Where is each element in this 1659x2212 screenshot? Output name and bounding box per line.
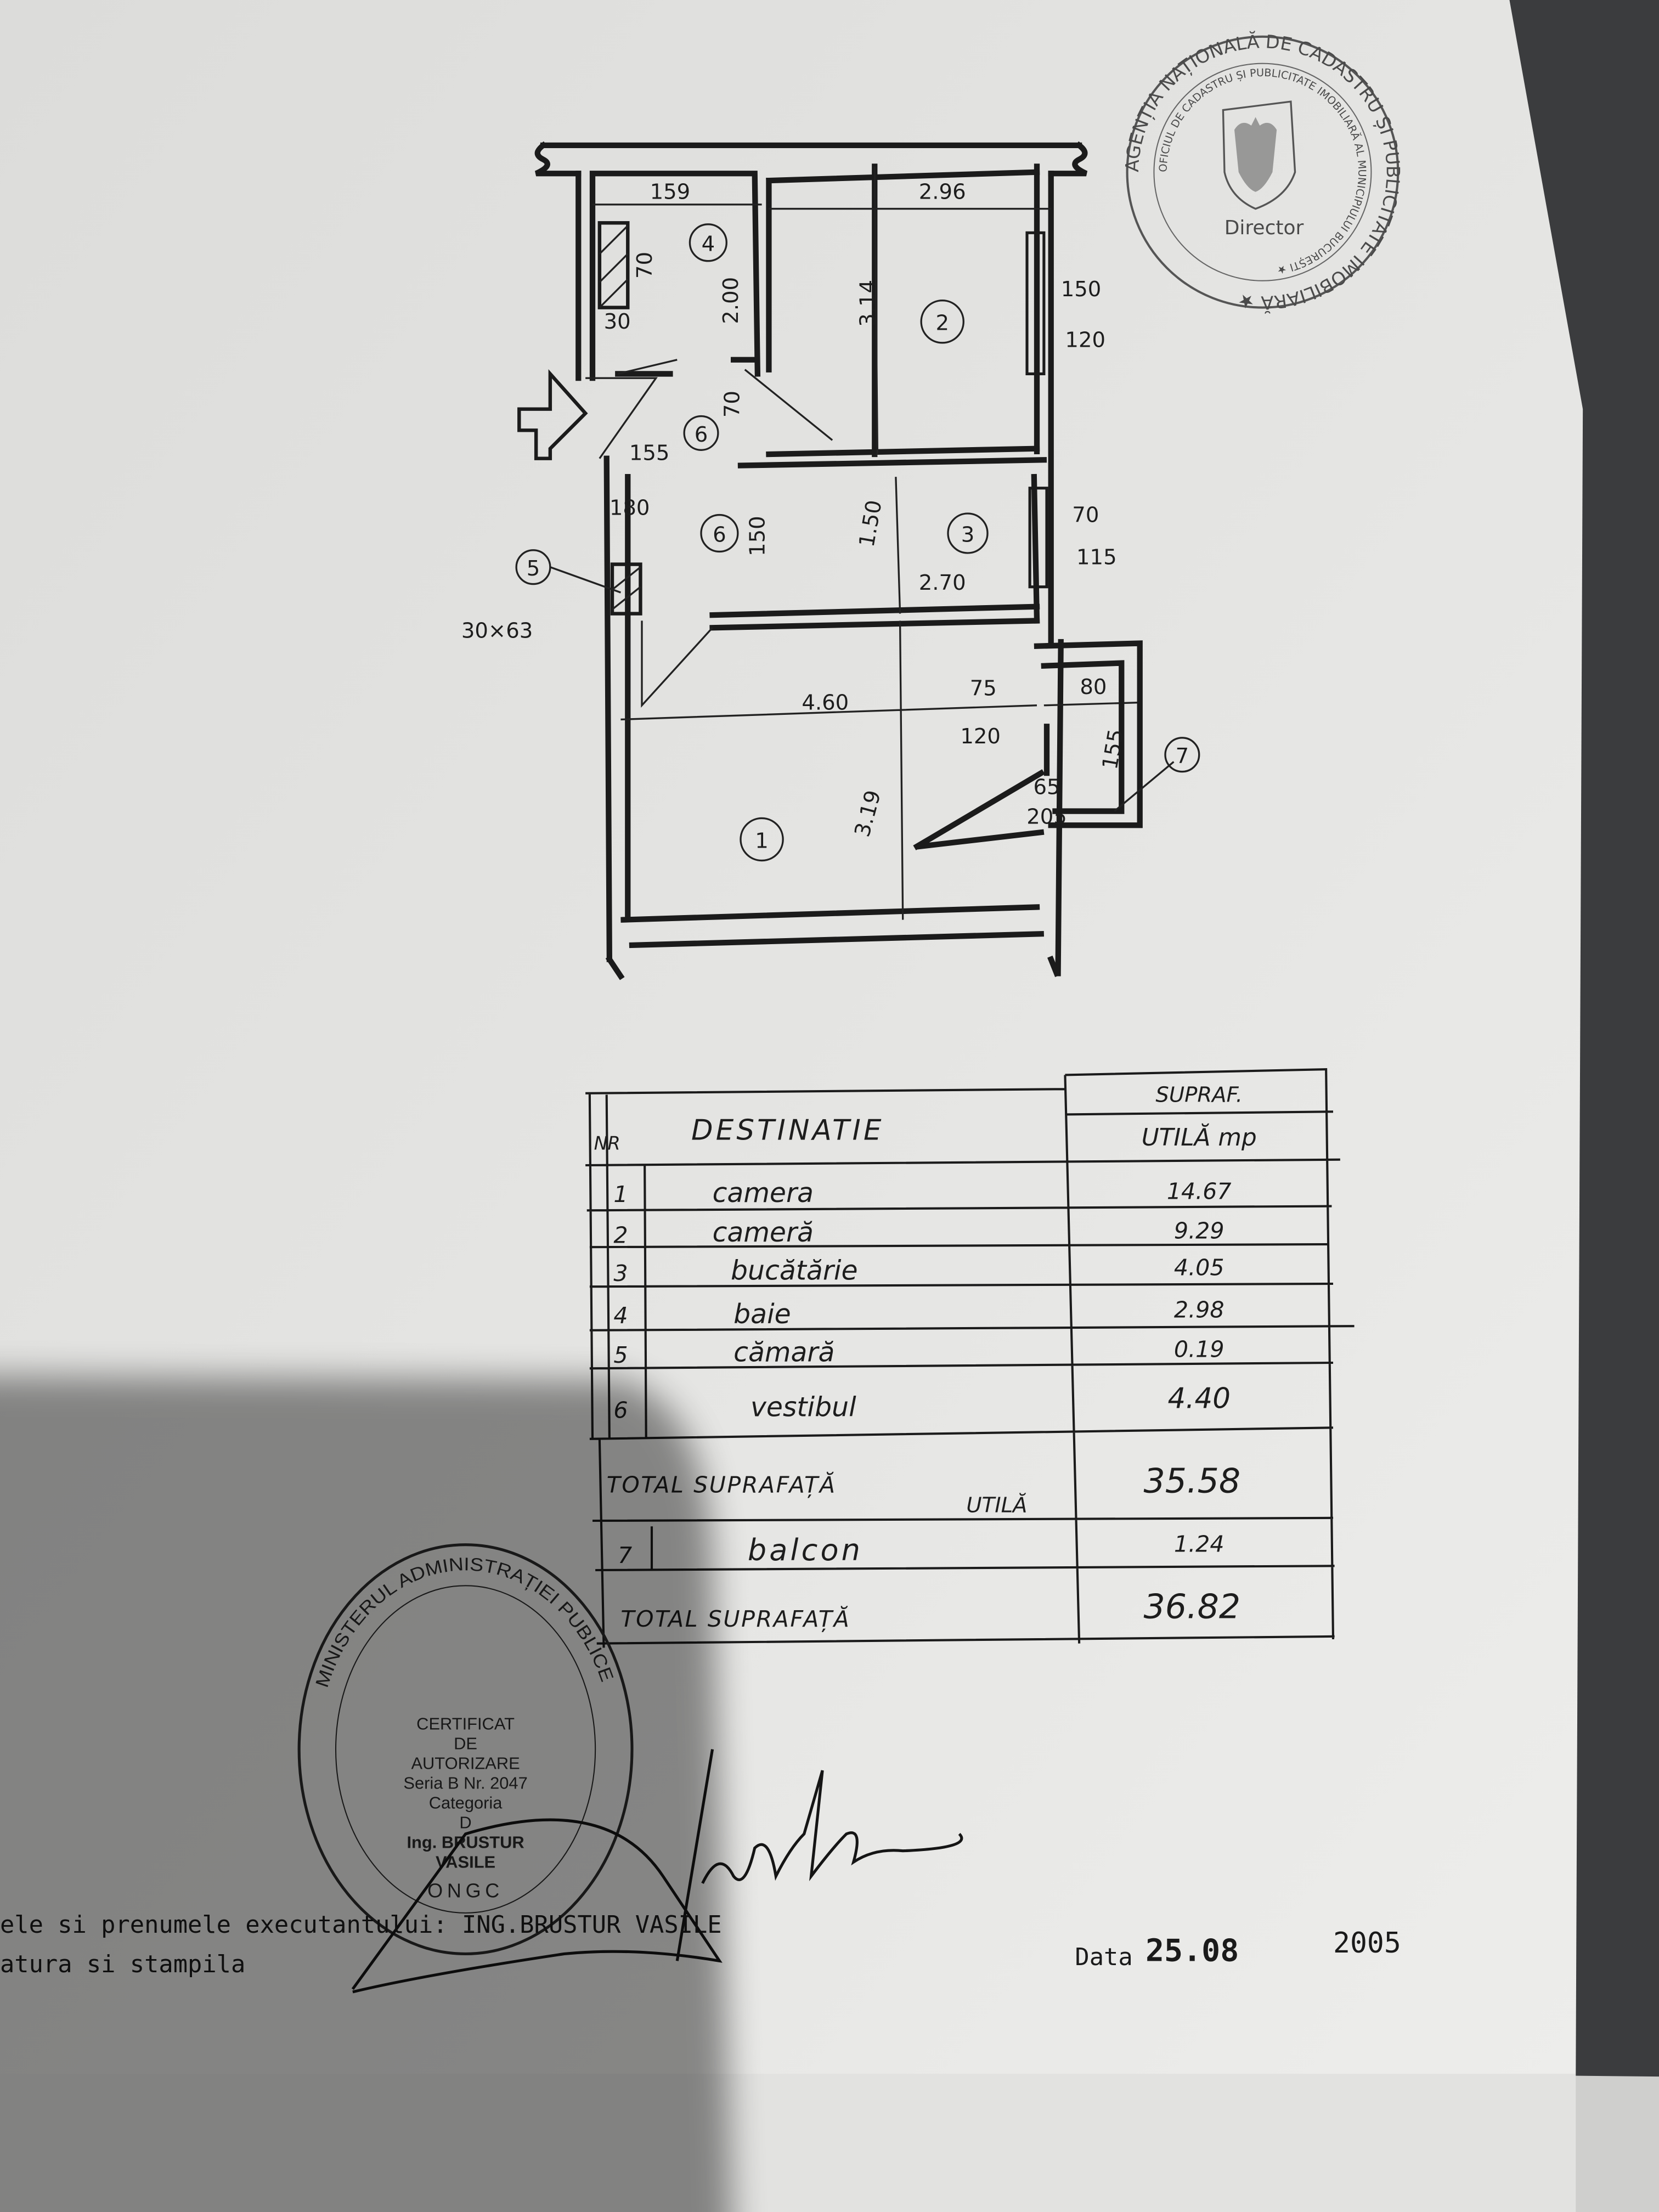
- dim-label: 159: [650, 180, 691, 205]
- row-destination: cameră: [713, 1217, 814, 1248]
- dim-label: 180: [610, 496, 650, 521]
- dim-label: 70: [1072, 503, 1099, 527]
- row-area: 4.05: [1174, 1255, 1224, 1281]
- row-nr: 5: [613, 1342, 628, 1368]
- table-header-area-line2: UTILĂ mp: [1142, 1122, 1257, 1152]
- room-number-label: 4: [702, 232, 715, 257]
- document-date: Data 25.08 2005: [1075, 1927, 1401, 1971]
- room-number-3: 3: [947, 512, 989, 554]
- row-nr: 3: [613, 1260, 628, 1286]
- room-number-label: 2: [935, 311, 949, 336]
- table-header-area-line1: SUPRAF.: [1155, 1082, 1243, 1107]
- dim-label: 155: [629, 441, 670, 465]
- eagle-icon: [1234, 117, 1277, 192]
- row-area: 0.19: [1174, 1336, 1224, 1363]
- row-nr: 2: [613, 1222, 628, 1248]
- dim-label: 80: [1080, 675, 1107, 699]
- row-area: 4.40: [1167, 1382, 1230, 1415]
- dim-label: 120: [1065, 328, 1105, 353]
- window-room2: [1025, 231, 1046, 375]
- table-row: 3 bucătărie 4.05: [613, 1255, 1224, 1286]
- row-nr: 1: [613, 1181, 628, 1207]
- hall-diagonal-walls: [585, 359, 833, 708]
- row-area: 14.67: [1167, 1178, 1232, 1205]
- dim-label: 65: [1033, 775, 1060, 800]
- total-useful-area: 35.58: [1144, 1462, 1241, 1501]
- total-useful-label-utila: UTILĂ: [966, 1492, 1027, 1518]
- room-number-7: 7: [1164, 737, 1200, 773]
- dim-label: 2.00: [719, 277, 743, 324]
- outer-wall-top: [534, 141, 1088, 177]
- dim-label: 150: [746, 516, 770, 556]
- dim-label: 115: [1076, 545, 1117, 570]
- outer-wall-bottom: [605, 904, 1060, 980]
- row-destination: balcon: [748, 1533, 863, 1567]
- room-number-6-lower: 6: [700, 514, 739, 553]
- photo-shadow: [0, 1375, 732, 2212]
- dim-label: 30: [604, 309, 631, 334]
- room2-walls: [766, 163, 1040, 458]
- room-number-label: 6: [713, 522, 726, 547]
- floor-plan: 1 2 3 4 5 6 6 7 159 2.96 3.14 2.00 70 30…: [461, 141, 1200, 980]
- room-number-6-upper: 6: [683, 415, 719, 451]
- date-label: Data: [1075, 1943, 1132, 1971]
- row-destination: baie: [733, 1299, 791, 1330]
- dim-label: 150: [1061, 277, 1102, 302]
- coat-of-arms-icon: [1222, 100, 1296, 210]
- date-year: 2005: [1333, 1927, 1401, 1960]
- table-row: 5 cămară 0.19: [613, 1336, 1224, 1368]
- balcony-walls: [913, 640, 1143, 850]
- dim-label: 120: [960, 724, 1001, 749]
- room-number-label: 5: [527, 556, 540, 581]
- outer-wall-left: [575, 171, 631, 962]
- dim-label: 70: [720, 391, 744, 417]
- dim-label: 30×63: [461, 618, 533, 643]
- table-header-destination: DESTINATIE: [691, 1114, 884, 1147]
- bathroom-walls: [589, 171, 761, 381]
- pantry-hatch-lines: [611, 566, 641, 611]
- room-number-label: 7: [1176, 744, 1189, 769]
- row-destination: cămară: [733, 1336, 834, 1368]
- room-number-label: 3: [961, 522, 975, 547]
- row-destination: vestibul: [751, 1392, 856, 1423]
- dim-label: 70: [633, 252, 657, 279]
- row-area: 9.29: [1174, 1218, 1224, 1244]
- room-number-1: 1: [740, 817, 784, 862]
- row-area: 2.98: [1174, 1297, 1224, 1323]
- table-header-nr: NR: [594, 1133, 620, 1154]
- leader-line-5: [550, 566, 621, 594]
- table-row: 4 baie 2.98: [613, 1297, 1224, 1330]
- dim-label: 75: [970, 676, 997, 701]
- room-number-2: 2: [920, 300, 964, 344]
- stamp-center-text: Director: [1224, 217, 1304, 239]
- area-table: NR DESTINATIE SUPRAF. UTILĂ mp 1 camera …: [585, 1068, 1355, 1648]
- dimension-lines: [592, 166, 1140, 920]
- row-nr: 4: [613, 1302, 628, 1329]
- room-number-label: 1: [755, 828, 769, 853]
- entrance-arrow-icon: [517, 369, 588, 460]
- dim-label: 4.60: [802, 690, 849, 715]
- total-area: 36.82: [1144, 1587, 1241, 1626]
- row-area: 1.24: [1174, 1531, 1224, 1558]
- table-row: 1 camera 14.67: [613, 1177, 1231, 1209]
- row-destination: bucătărie: [731, 1255, 858, 1286]
- leader-line-7: [1114, 761, 1175, 812]
- table-row: 2 cameră 9.29: [613, 1217, 1224, 1249]
- dim-label: 2.70: [919, 571, 966, 595]
- dim-label: 2.96: [919, 180, 966, 205]
- room-number-label: 6: [695, 422, 708, 447]
- dim-label: 205: [1026, 805, 1067, 830]
- dim-label: 3.14: [855, 280, 880, 327]
- room3-walls: [709, 457, 1047, 631]
- bathtub-hatch: [599, 225, 629, 308]
- row-destination: camera: [713, 1177, 814, 1209]
- outer-wall-right: [1031, 163, 1064, 977]
- date-day-month: 25.08: [1146, 1932, 1239, 1968]
- window-room3: [1028, 487, 1048, 589]
- room-number-4: 4: [689, 223, 727, 262]
- bathtub: [597, 221, 630, 309]
- room-number-5: 5: [515, 549, 551, 585]
